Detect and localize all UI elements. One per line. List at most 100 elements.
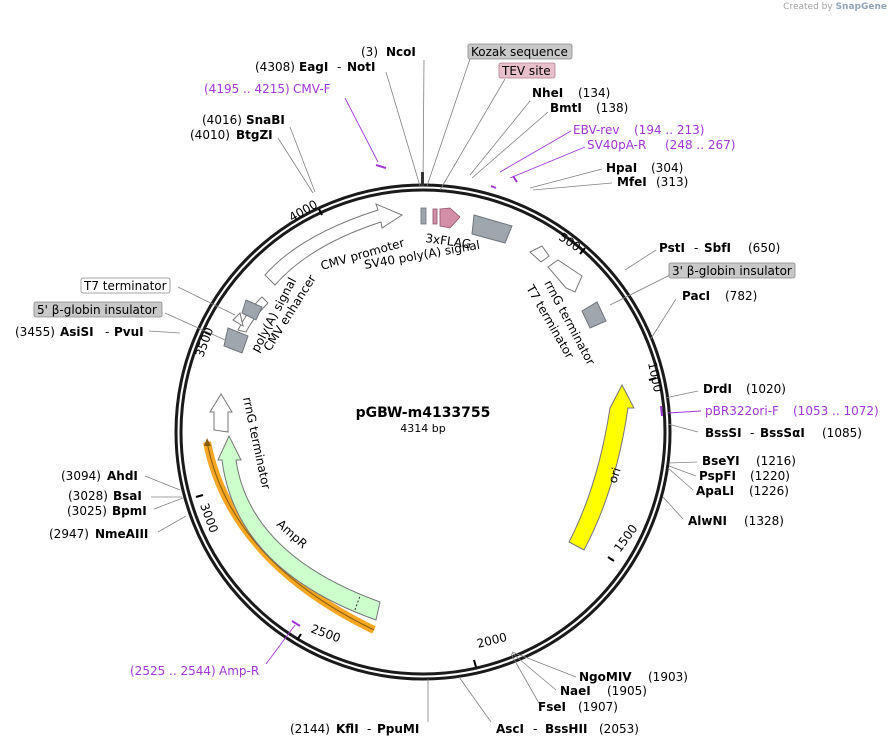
alwni-pos: (1328) [744, 514, 784, 528]
enzyme-nmeaiii[interactable]: (2947) NmeAIII [49, 527, 148, 541]
ori-arrow [568, 383, 635, 551]
ebvrev-primer-mark [490, 185, 497, 189]
bglob5-box-bg [33, 301, 163, 318]
enzyme-bpmi[interactable]: (3025) BpmI [67, 504, 147, 518]
psti-name: PstI [659, 241, 685, 255]
sv40par-range: (248 .. 267) [665, 138, 735, 152]
cmvf-range: (4195 .. 4215) [204, 82, 290, 96]
kozak-box-label: Kozak sequence [471, 45, 568, 59]
apali-pos: (1226) [749, 484, 789, 498]
enzyme-ngomiv[interactable]: NgoMIV (1903) [579, 670, 688, 684]
ampr-arrow [217, 434, 381, 621]
pbr322-primer-mark [660, 405, 663, 417]
enzyme-paci[interactable]: PacI (782) [682, 289, 757, 303]
bglob5-box[interactable]: 5' β-globin insulator [33, 301, 163, 318]
ampr-outline-edge [206, 441, 375, 631]
enzyme-snabi[interactable]: (4016) SnaBI [202, 113, 285, 127]
kozak-mark [421, 172, 424, 186]
bmti-pos: (138) [596, 101, 628, 115]
primer-sv40par[interactable]: SV40pA-R (248 .. 267) [587, 138, 735, 152]
bpmi-name: BpmI [112, 504, 147, 518]
primer-ampr[interactable]: (2525 .. 2544) Amp-R [130, 664, 259, 678]
kfli-dash: - [367, 722, 371, 736]
primer-pbr322[interactable]: pBR322ori-F (1053 .. 1072) [705, 404, 879, 418]
noti-name: NotI [347, 60, 376, 74]
eagi-dash: - [337, 60, 341, 74]
enzyme-naei[interactable]: NaeI (1905) [560, 684, 647, 698]
psti-pos: (650) [748, 241, 780, 255]
paci-pos: (782) [725, 289, 757, 303]
enzyme-mfei[interactable]: MfeI (313) [617, 175, 688, 189]
enzyme-bsssi[interactable]: BssSI - BssSαI (1085) [705, 426, 862, 440]
pbr322-name: pBR322ori-F [705, 404, 779, 418]
ampr-dashed-mark [354, 595, 361, 611]
flag-arrow [439, 207, 461, 229]
tick-1000: 1000 [645, 361, 665, 394]
bsai-pos: (3028) [68, 489, 108, 503]
nhei-name: NheI [532, 86, 563, 100]
paci-name: PacI [682, 289, 710, 303]
drdi-name: DrdI [703, 382, 732, 396]
enzyme-eagi-noti[interactable]: (4308) EagI - NotI [255, 60, 376, 74]
t7-terminator-right-arrow [529, 245, 550, 263]
bsai-name: BsaI [113, 489, 142, 503]
rrng-terminator-left-arrow [209, 393, 233, 433]
cmvf-primer-mark [375, 164, 387, 169]
primer-ebvrev[interactable]: EBV-rev (194 .. 213) [573, 123, 704, 137]
enzyme-bseyi[interactable]: BseYI (1216) [702, 454, 796, 468]
enzyme-apali[interactable]: ApaLI (1226) [696, 484, 789, 498]
enzyme-bsai[interactable]: (3028) BsaI [68, 489, 142, 503]
t7term-box[interactable]: T7 terminator [80, 277, 171, 294]
bsssai-name: BssSαI [760, 426, 805, 440]
tev-box[interactable]: TEV site [498, 62, 556, 79]
beta-globin-3-feature [581, 301, 607, 329]
sv40par-name: SV40pA-R [587, 138, 646, 152]
enzyme-hpai[interactable]: HpaI (304) [606, 161, 683, 175]
ppumi-name: PpuMI [377, 722, 419, 736]
naei-pos: (1905) [607, 684, 647, 698]
enzyme-fsei[interactable]: FseI (1907) [538, 700, 618, 714]
asci-pos: (2053) [599, 722, 639, 736]
enzyme-nhei[interactable]: NheI (134) [532, 86, 610, 100]
asisi-dash: - [105, 325, 109, 339]
enzyme-ahdi[interactable]: (3094) AhdI [61, 469, 138, 483]
asisi-name: AsiSI [60, 325, 94, 339]
kozak-box-bg [467, 43, 573, 60]
plasmid-size: 4314 bp [400, 422, 445, 435]
btgzi-pos: (4010) [190, 128, 230, 142]
eagi-pos: (4308) [255, 60, 295, 74]
nmeaiii-pos: (2947) [49, 527, 89, 541]
enzyme-ncoi[interactable]: (3) NcoI [361, 45, 416, 59]
enzyme-asisi-pvui[interactable]: (3455) AsiSI - PvuI [15, 325, 144, 339]
rrng-terminator-right-arrow [547, 259, 583, 293]
snabi-name: SnaBI [246, 113, 285, 127]
enzyme-bmti[interactable]: BmtI (138) [550, 101, 628, 115]
asisi-pos: (3455) [15, 325, 55, 339]
enzyme-drdi[interactable]: DrdI (1020) [703, 382, 786, 396]
kozak-box[interactable]: Kozak sequence [467, 43, 573, 60]
enzyme-psti-sbfi[interactable]: PstI - SbfI (650) [659, 241, 780, 255]
psti-dash: - [694, 241, 698, 255]
snapgene-credit: Created by SnapGene [783, 2, 887, 12]
nhei-pos: (134) [578, 86, 610, 100]
tick-marks [195, 208, 657, 668]
ebvrev-name: EBV-rev [573, 123, 619, 137]
enzyme-btgzi[interactable]: (4010) BtgZI [190, 128, 273, 142]
enzyme-pspfi[interactable]: PspFI (1220) [699, 469, 790, 483]
bsssi-name: BssSI [705, 426, 742, 440]
primer-cmvf[interactable]: (4195 .. 4215) CMV-F [204, 82, 331, 96]
enzyme-kfli-ppumi[interactable]: (2144) KflI - PpuMI [290, 722, 419, 736]
bglob5-box-label: 5' β-globin insulator [37, 303, 157, 317]
ngomiv-pos: (1903) [648, 670, 688, 684]
nmeaiii-name: NmeAIII [95, 527, 148, 541]
backbone-inner-ring [179, 188, 667, 676]
eagi-name: EagI [299, 60, 328, 74]
bglob3-box[interactable]: 3' β-globin insulator [668, 262, 796, 279]
enzyme-alwni[interactable]: AlwNI (1328) [688, 514, 784, 528]
bseyi-pos: (1216) [756, 454, 796, 468]
pbr322-range: (1053 .. 1072) [793, 404, 879, 418]
alwni-name: AlwNI [688, 514, 727, 528]
bsssi-pos: (1085) [822, 426, 862, 440]
enzyme-asci-bsshii[interactable]: AscI - BssHII (2053) [496, 722, 639, 736]
